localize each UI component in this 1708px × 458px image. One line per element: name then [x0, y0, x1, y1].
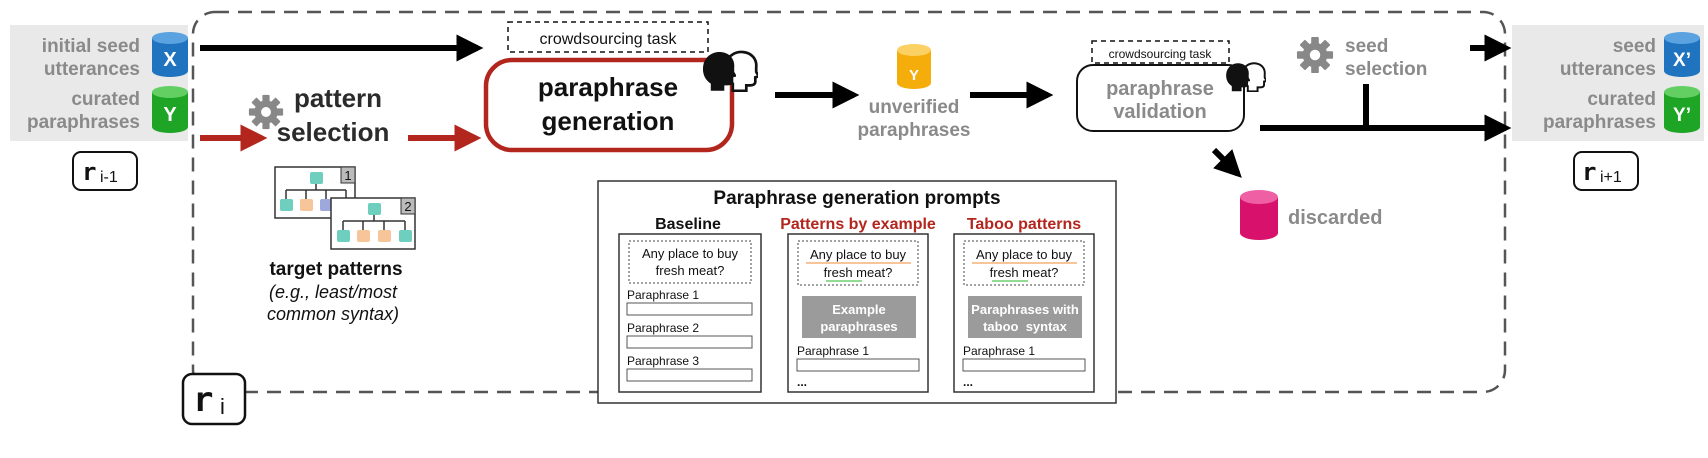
by-example-field-label: Paraphrase 1 — [797, 344, 869, 358]
seed-label-line1: initial seed — [42, 36, 140, 57]
prev-round-sub: i-1 — [100, 169, 118, 186]
prompts-title: Paraphrase generation prompts — [713, 188, 1000, 209]
target-patterns-title: target patterns — [269, 259, 402, 280]
discarded-cylinder-icon — [1240, 190, 1278, 240]
discarded-label: discarded — [1288, 207, 1382, 229]
taboo-box-line2: taboo syntax — [983, 319, 1068, 334]
by-example-question-1: Any place to buy — [810, 247, 907, 262]
paraphrase-validation-box — [1076, 64, 1245, 132]
taboo-heading: Taboo patterns — [967, 216, 1081, 233]
current-round-label: r — [193, 380, 213, 420]
baseline-field-2-label: Paraphrase 2 — [627, 321, 699, 335]
by-example-field — [796, 358, 920, 372]
by-example-ellipsis: ... — [797, 375, 807, 389]
taboo-syntax-box — [968, 296, 1082, 338]
arrow-validation-to-discarded — [1211, 147, 1242, 178]
pattern-selection-line2: selection — [277, 117, 390, 147]
unverified-line2: paraphrases — [857, 120, 970, 141]
baseline-field-3-label: Paraphrase 3 — [627, 354, 699, 368]
next-round-label: r — [1582, 158, 1596, 186]
validation-line2: validation — [1113, 101, 1206, 123]
validation-task-tag — [1091, 40, 1230, 64]
taboo-field-label: Paraphrase 1 — [963, 344, 1035, 358]
curated-cylinder-icon: Y — [152, 86, 188, 133]
validation-crowd-icon — [1226, 62, 1266, 92]
out-curated-cylinder-icon: Y’ — [1664, 86, 1700, 133]
generation-line1: paraphrase — [538, 72, 678, 102]
baseline-question-1: Any place to buy — [642, 246, 739, 261]
seed-cylinder-label: X — [163, 49, 177, 71]
prompts-panel: Paraphrase generation prompts Baseline A… — [597, 180, 1117, 404]
out-curated-line2: paraphrases — [1543, 112, 1656, 133]
taboo-question-1: Any place to buy — [976, 247, 1073, 262]
current-round-sub: i — [220, 394, 225, 419]
curated-label-line1: curated — [71, 89, 140, 110]
seed-label-line2: utterances — [44, 59, 140, 80]
baseline-question-2: fresh meat? — [656, 263, 725, 278]
generation-task-label: crowdsourcing task — [540, 31, 678, 48]
by-example-heading: Patterns by example — [780, 216, 936, 233]
taboo-ellipsis: ... — [963, 375, 973, 389]
generation-line2: generation — [542, 106, 675, 136]
generation-task-tag — [507, 21, 709, 53]
current-round-badge: r i — [181, 372, 247, 426]
target-pattern-tree-2: 2 — [330, 197, 416, 250]
example-box-line2: paraphrases — [820, 319, 897, 334]
seed-cylinder-icon: X — [152, 32, 188, 77]
right-outputs-panel: seed utterances X’ curated paraphrases Y… — [1512, 25, 1704, 141]
target-patterns-example-2: common syntax) — [267, 304, 399, 324]
next-round-badge: r i+1 — [1573, 151, 1639, 191]
tree-1-number: 1 — [344, 168, 351, 183]
baseline-field-2 — [626, 335, 753, 349]
baseline-field-1-label: Paraphrase 1 — [627, 288, 699, 302]
baseline-question-box — [628, 240, 752, 284]
prev-round-badge: r i-1 — [72, 151, 138, 191]
validation-task-label: crowdsourcing task — [1109, 47, 1213, 61]
tree-2-number: 2 — [404, 199, 411, 214]
curated-label-line2: paraphrases — [27, 112, 140, 133]
taboo-field — [962, 358, 1086, 372]
target-patterns-example-1: (e.g., least/most — [269, 282, 398, 302]
out-seed-line1: seed — [1613, 36, 1656, 57]
unverified-line1: unverified — [869, 97, 960, 118]
taboo-box-line1: Paraphrases with — [971, 302, 1079, 317]
seed-selection-line1: seed — [1345, 36, 1388, 57]
left-inputs-panel: initial seed utterances X curated paraph… — [10, 25, 188, 141]
example-paraphrases-box — [802, 296, 916, 338]
pattern-selection-line1: pattern — [294, 83, 382, 113]
baseline-field-1 — [626, 302, 753, 316]
unverified-cylinder-icon: Y — [897, 44, 931, 89]
seed-gear-icon — [1296, 36, 1334, 74]
out-seed-cylinder-icon: X’ — [1664, 32, 1700, 77]
baseline-heading: Baseline — [655, 216, 721, 233]
unverified-cylinder-label: Y — [909, 67, 919, 84]
next-round-sub: i+1 — [1600, 169, 1622, 186]
baseline-field-3 — [626, 368, 753, 382]
example-box-line1: Example — [832, 302, 885, 317]
validation-line1: paraphrase — [1106, 78, 1214, 100]
out-seed-cylinder-label: X’ — [1673, 50, 1691, 71]
out-curated-cylinder-label: Y’ — [1673, 105, 1691, 126]
by-example-question-2: fresh meat? — [824, 265, 893, 280]
taboo-question-2: fresh meat? — [990, 265, 1059, 280]
seed-selection-line2: selection — [1345, 59, 1427, 80]
paraphrase-generation-box — [483, 57, 735, 153]
prev-round-label: r — [82, 158, 96, 186]
out-curated-line1: curated — [1587, 89, 1656, 110]
out-seed-line2: utterances — [1560, 59, 1656, 80]
curated-cylinder-label: Y — [163, 104, 177, 126]
